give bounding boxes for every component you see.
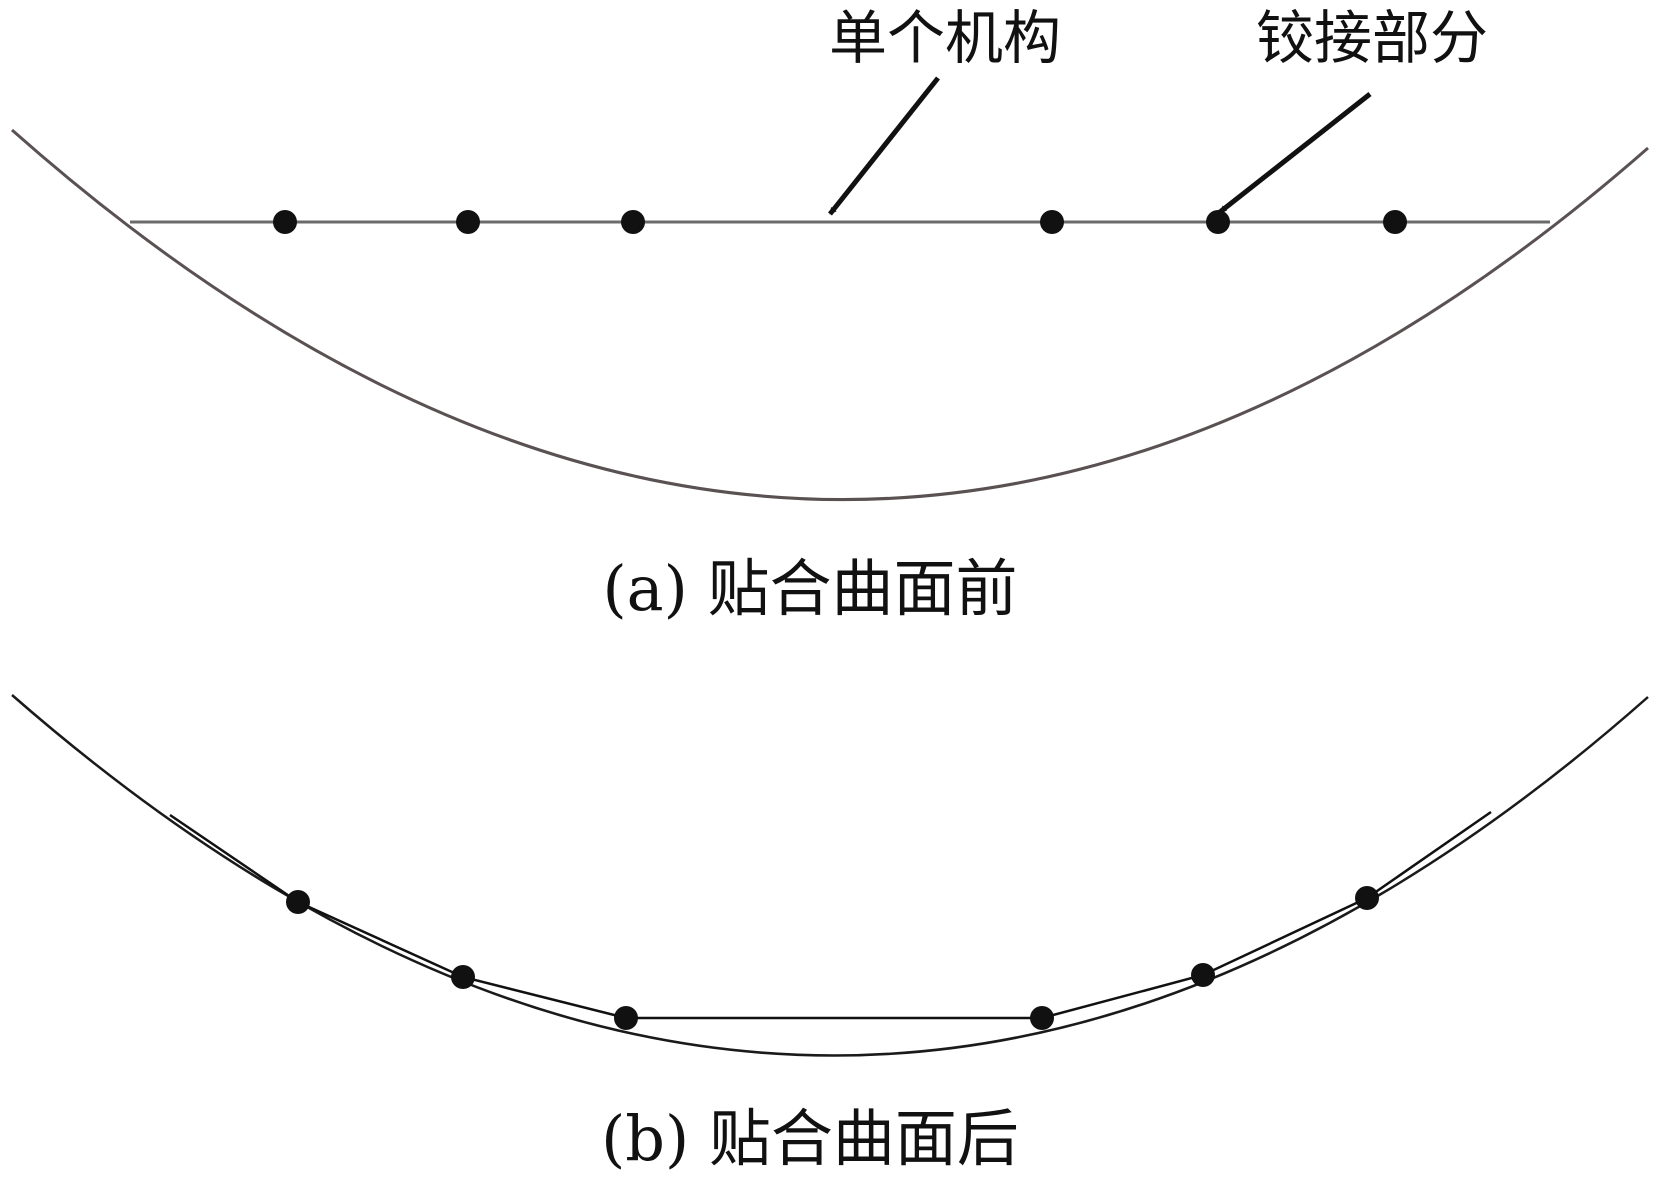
hinge-joint-b2 bbox=[451, 965, 475, 989]
hinge-joint-b1 bbox=[286, 890, 310, 914]
arrow-single-mechanism bbox=[828, 76, 940, 216]
label-hinge-part: 铰接部分 bbox=[1256, 4, 1488, 72]
hinge-joint-b4 bbox=[1030, 1006, 1054, 1030]
hinge-joint-a3 bbox=[621, 210, 645, 234]
hinge-joint-b6 bbox=[1355, 886, 1379, 910]
arrow-hinge-part bbox=[1218, 92, 1372, 214]
hinge-joint-a6 bbox=[1383, 210, 1407, 234]
surface-curve-b bbox=[11, 694, 1649, 1057]
hinge-joint-a2 bbox=[456, 210, 480, 234]
label-single-mechanism: 单个机构 bbox=[829, 4, 1061, 72]
caption-b: (b) 贴合曲面后 bbox=[601, 1102, 1019, 1175]
panel-a: 单个机构 铰接部分 (a) 贴合曲面前 bbox=[11, 4, 1649, 625]
hinge-joint-a4 bbox=[1040, 210, 1064, 234]
hinge-joint-b3 bbox=[614, 1006, 638, 1030]
panel-b: (b) 贴合曲面后 bbox=[11, 694, 1649, 1175]
mechanism-chain-b bbox=[169, 810, 1492, 1020]
hinge-joint-b5 bbox=[1191, 963, 1215, 987]
hinge-joint-a5 bbox=[1206, 210, 1230, 234]
surface-curve-a bbox=[11, 128, 1649, 502]
hinge-joint-a1 bbox=[273, 210, 297, 234]
caption-a: (a) 贴合曲面前 bbox=[602, 552, 1017, 625]
